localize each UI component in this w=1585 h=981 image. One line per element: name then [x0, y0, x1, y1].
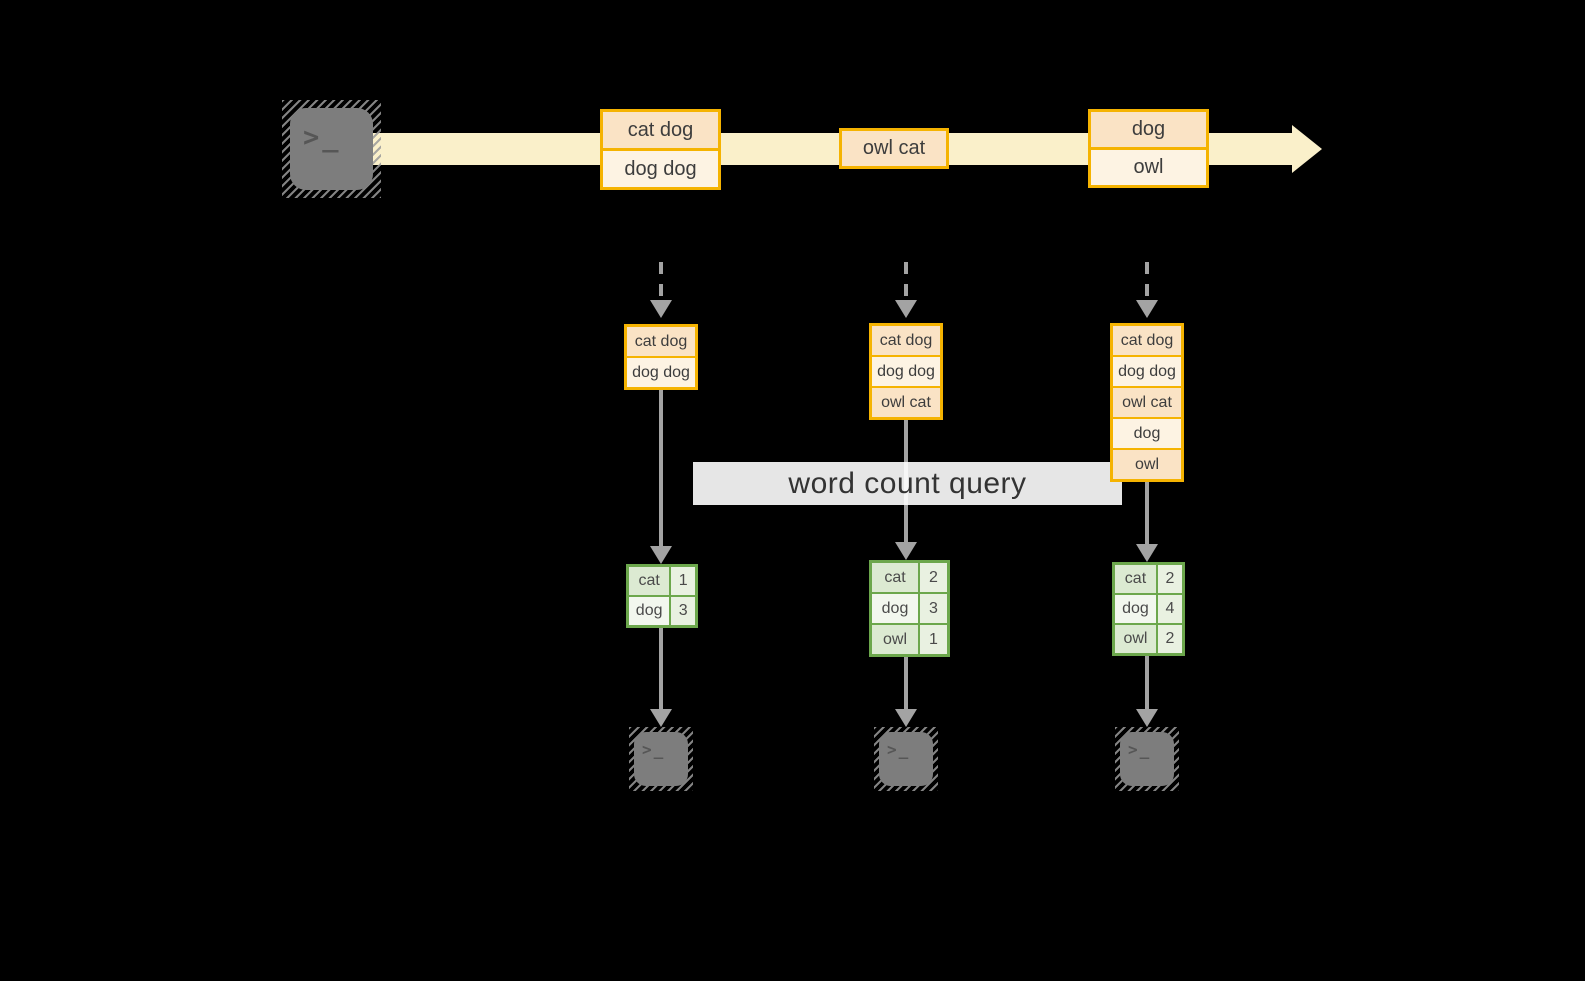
- count-row: dog 3: [629, 595, 695, 625]
- query-arrow-line: [1145, 480, 1149, 544]
- output-arrow-line: [659, 626, 663, 709]
- word-cell: cat: [872, 563, 918, 592]
- buffer-line: owl cat: [1113, 386, 1181, 417]
- dashed-arrow-head: [895, 300, 917, 318]
- query-arrow-line: [659, 388, 663, 546]
- sink-terminal-icon-1: >_: [629, 727, 693, 791]
- input-buffer-1: cat dog dog dog: [624, 324, 698, 390]
- terminal-prompt-glyph: >_: [642, 740, 666, 759]
- event-line: dog: [1091, 112, 1206, 147]
- count-cell: 3: [917, 594, 947, 623]
- query-arrow-head: [650, 546, 672, 564]
- count-table-1: cat 1 dog 3: [626, 564, 698, 628]
- event-line: cat dog: [603, 112, 718, 148]
- output-arrow-line: [904, 655, 908, 709]
- buffer-line: cat dog: [872, 326, 940, 355]
- count-cell: 3: [669, 597, 695, 625]
- stream-event-box-2: owl cat: [839, 128, 949, 169]
- word-cell: owl: [872, 625, 918, 654]
- terminal-screen: >_: [1120, 732, 1174, 786]
- query-arrow-head: [895, 542, 917, 560]
- sink-terminal-icon-3: >_: [1115, 727, 1179, 791]
- source-terminal-icon: >_: [282, 100, 381, 198]
- event-line: owl: [1091, 147, 1206, 185]
- count-cell: 2: [1155, 625, 1182, 653]
- count-row: owl 1: [872, 623, 947, 654]
- word-cell: dog: [629, 597, 670, 625]
- buffer-line: dog: [1113, 417, 1181, 448]
- count-row: owl 2: [1115, 623, 1182, 653]
- count-row: cat 2: [872, 563, 947, 592]
- output-arrow-head: [650, 709, 672, 727]
- count-row: cat 2: [1115, 565, 1182, 593]
- dashed-arrow-line: [659, 262, 663, 302]
- word-cell: cat: [1115, 565, 1156, 593]
- terminal-prompt-glyph: >_: [303, 122, 342, 153]
- stream-event-box-1: cat dog dog dog: [600, 109, 721, 190]
- count-row: dog 3: [872, 592, 947, 623]
- count-row: cat 1: [629, 567, 695, 595]
- query-label: word count query: [693, 462, 1122, 505]
- query-arrow-head: [1136, 544, 1158, 562]
- count-table-3: cat 2 dog 4 owl 2: [1112, 562, 1185, 656]
- buffer-line: dog dog: [1113, 355, 1181, 386]
- count-cell: 1: [917, 625, 947, 654]
- buffer-line: cat dog: [1113, 326, 1181, 355]
- buffer-line: dog dog: [627, 356, 695, 387]
- count-table-2: cat 2 dog 3 owl 1: [869, 560, 950, 657]
- output-arrow-line: [1145, 654, 1149, 709]
- dashed-arrow-line: [904, 262, 908, 302]
- buffer-line: owl: [1113, 448, 1181, 479]
- terminal-screen: >_: [634, 732, 688, 786]
- word-cell: dog: [872, 594, 918, 623]
- event-line: owl cat: [842, 131, 946, 166]
- count-row: dog 4: [1115, 593, 1182, 623]
- word-cell: dog: [1115, 595, 1156, 623]
- terminal-screen: >_: [290, 108, 373, 190]
- word-cell: cat: [629, 567, 670, 595]
- buffer-line: owl cat: [872, 386, 940, 417]
- count-cell: 2: [1155, 565, 1182, 593]
- output-arrow-head: [895, 709, 917, 727]
- count-cell: 4: [1155, 595, 1182, 623]
- buffer-line: cat dog: [627, 327, 695, 356]
- dashed-arrow-head: [1136, 300, 1158, 318]
- terminal-screen: >_: [879, 732, 933, 786]
- input-buffer-2: cat dog dog dog owl cat: [869, 323, 943, 420]
- dashed-arrow-line: [1145, 262, 1149, 302]
- buffer-line: dog dog: [872, 355, 940, 386]
- stream-event-box-3: dog owl: [1088, 109, 1209, 188]
- dashed-arrow-head: [650, 300, 672, 318]
- input-buffer-3: cat dog dog dog owl cat dog owl: [1110, 323, 1184, 482]
- terminal-prompt-glyph: >_: [1128, 740, 1152, 759]
- output-arrow-head: [1136, 709, 1158, 727]
- terminal-prompt-glyph: >_: [887, 740, 911, 759]
- count-cell: 1: [669, 567, 695, 595]
- word-cell: owl: [1115, 625, 1156, 653]
- stream-timeline-arrowhead: [1292, 125, 1322, 173]
- event-line: dog dog: [603, 148, 718, 187]
- count-cell: 2: [917, 563, 947, 592]
- sink-terminal-icon-2: >_: [874, 727, 938, 791]
